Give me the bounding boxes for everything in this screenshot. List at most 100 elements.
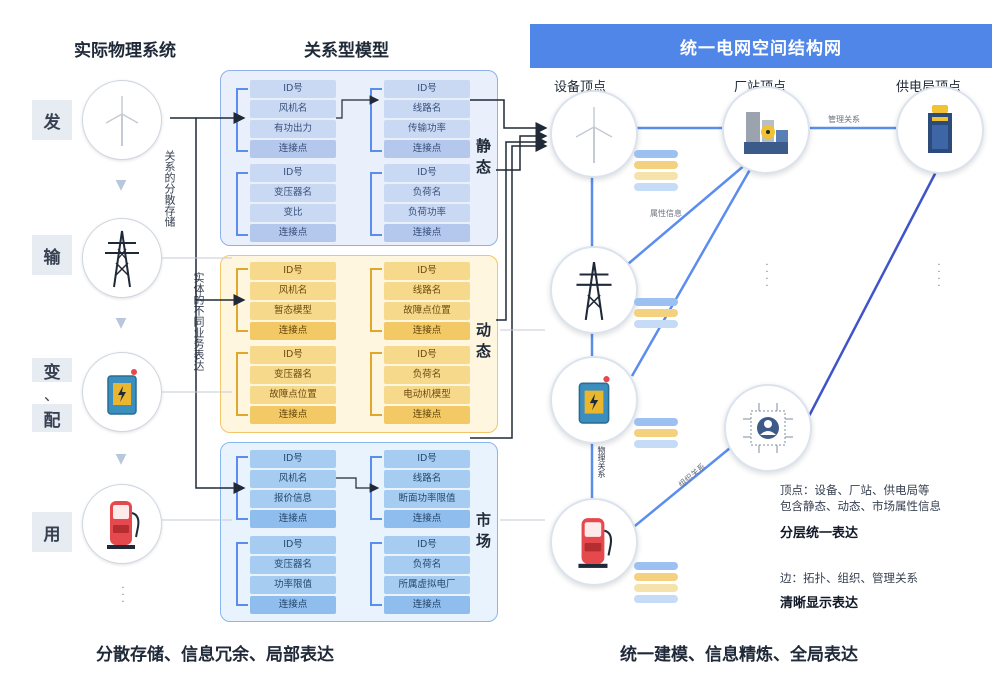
vertex-charging-station[interactable] — [550, 498, 638, 586]
attribute-pill — [634, 150, 678, 158]
table-cell: 线路名 — [384, 100, 470, 118]
table-cell: 负荷功率 — [384, 204, 470, 222]
label-static: 静态 — [474, 138, 492, 180]
note-edge-summary: 清晰显示表达 — [780, 596, 859, 611]
table-cell: 连接点 — [384, 406, 470, 424]
table-cell: ID号 — [250, 164, 336, 182]
table-cell: 风机名 — [250, 470, 336, 488]
table-cell: ID号 — [250, 80, 336, 98]
table-cell: 变比 — [250, 204, 336, 222]
bracket — [370, 88, 382, 152]
table-cell: ID号 — [384, 80, 470, 98]
wind-turbine-icon — [575, 107, 613, 163]
table-static-load: ID号 负荷名 负荷功率 连接点 — [384, 164, 470, 244]
physical-charging-station — [82, 484, 162, 564]
edge-label-manage: 管理关系 — [828, 115, 860, 124]
table-static-generator: ID号 风机名 有功出力 连接点 — [250, 80, 336, 160]
table-cell: 连接点 — [250, 596, 336, 614]
table-cell: 断面功率限值 — [384, 490, 470, 508]
table-static-transformer: ID号 变压器名 变比 连接点 — [250, 164, 336, 244]
table-cell: 故障点位置 — [250, 386, 336, 404]
table-cell: 所属虚拟电厂 — [384, 576, 470, 594]
table-cell: 连接点 — [384, 596, 470, 614]
table-cell: 变压器名 — [250, 184, 336, 202]
table-dynamic-line: ID号 线路名 故障点位置 连接点 — [384, 262, 470, 342]
header-relational-model: 关系型模型 — [304, 41, 389, 61]
transformer-icon — [578, 376, 610, 424]
attribute-pill — [634, 440, 678, 448]
vertex-organization[interactable] — [724, 384, 812, 472]
table-market-generator: ID号 风机名 报价信息 连接点 — [250, 450, 336, 530]
table-market-line: ID号 线路名 断面功率限值 连接点 — [384, 450, 470, 530]
bracket — [370, 352, 382, 416]
more-bureaus-dots: ···· — [937, 260, 941, 292]
attribute-stack — [634, 562, 678, 606]
more-plants-dots: ···· — [765, 260, 769, 292]
note-edge-line: 边：拓扑、组织、管理关系 — [780, 571, 918, 585]
table-cell: 功率限值 — [250, 576, 336, 594]
table-cell: 暂态模型 — [250, 302, 336, 320]
table-cell: ID号 — [250, 346, 336, 364]
table-cell: 有功出力 — [250, 120, 336, 138]
bracket — [370, 172, 382, 236]
table-cell: 连接点 — [250, 224, 336, 242]
vertex-transformer[interactable] — [550, 356, 638, 444]
table-cell: 变压器名 — [250, 366, 336, 384]
link-physical-market — [170, 117, 246, 494]
table-cell: ID号 — [384, 346, 470, 364]
wind-turbine-icon — [105, 96, 139, 146]
attribute-pill — [634, 429, 678, 437]
vertex-transmission-tower[interactable] — [550, 246, 638, 334]
attribute-stack — [634, 150, 678, 194]
table-cell: 传输功率 — [384, 120, 470, 138]
attribute-stack — [634, 418, 678, 451]
down-arrow-icon: ▼ — [115, 177, 127, 193]
physical-transformer — [82, 352, 162, 432]
table-cell: 连接点 — [250, 140, 336, 158]
table-cell: 连接点 — [250, 510, 336, 528]
physical-more-dots: ··· — [121, 583, 125, 608]
header-unified-grid-banner: 统一电网空间结构网 — [530, 24, 992, 68]
physical-transmission-tower — [82, 218, 162, 298]
bracket — [236, 542, 248, 606]
attribute-pill — [634, 595, 678, 603]
edge-label-physical: 物理关系 — [597, 446, 606, 478]
charging-station-icon — [107, 501, 140, 549]
table-cell: 连接点 — [384, 510, 470, 528]
table-cell: ID号 — [384, 450, 470, 468]
attribute-pill — [634, 320, 678, 328]
table-static-line: ID号 线路名 传输功率 连接点 — [384, 80, 470, 160]
note-vertex-summary: 分层统一表达 — [780, 526, 859, 541]
table-cell: 线路名 — [384, 470, 470, 488]
attribute-stack — [634, 298, 678, 331]
stage-generation: 发 — [32, 100, 72, 140]
attribute-pill — [634, 183, 678, 191]
table-cell: 报价信息 — [250, 490, 336, 508]
table-cell: 负荷名 — [384, 556, 470, 574]
transformer-icon — [107, 369, 137, 415]
table-cell: 故障点位置 — [384, 302, 470, 320]
attribute-pill — [634, 161, 678, 169]
table-market-load: ID号 负荷名 所属虚拟电厂 连接点 — [384, 536, 470, 616]
table-cell: ID号 — [384, 164, 470, 182]
note-vertex-line1: 顶点：设备、厂站、供电局等 — [780, 483, 930, 497]
attribute-pill — [634, 298, 678, 306]
table-cell: ID号 — [384, 536, 470, 554]
bracket — [236, 352, 248, 416]
table-dynamic-transformer: ID号 变压器名 故障点位置 连接点 — [250, 346, 336, 426]
vertex-power-bureau[interactable] — [896, 86, 984, 174]
table-dynamic-generator: ID号 风机名 暂态模型 连接点 — [250, 262, 336, 342]
footer-left-summary: 分散存储、信息冗余、局部表达 — [96, 645, 334, 665]
table-cell: 风机名 — [250, 282, 336, 300]
power-plant-icon — [744, 112, 788, 154]
attribute-pill — [634, 584, 678, 592]
stage-consumption: 用 — [32, 512, 72, 552]
stage-transformation: 变 — [32, 358, 72, 383]
table-cell: 连接点 — [250, 406, 336, 424]
stage-separator: 、 — [44, 386, 60, 404]
vertex-wind-turbine[interactable] — [550, 90, 638, 178]
vertex-power-plant[interactable] — [722, 86, 810, 174]
pylon-icon — [576, 261, 612, 321]
table-cell: ID号 — [250, 450, 336, 468]
